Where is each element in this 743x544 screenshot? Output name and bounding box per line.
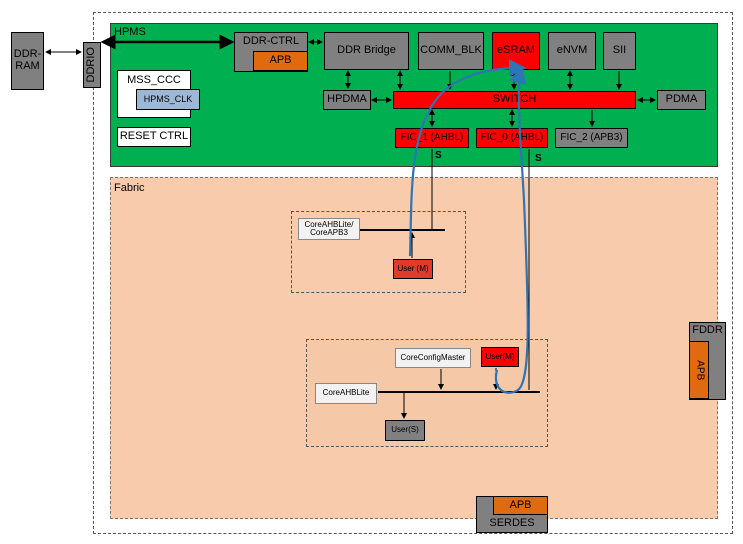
subsystem-box-1 — [291, 211, 466, 293]
ddr-ctrl-label: DDR-CTRL — [242, 35, 300, 47]
device-boundary — [93, 12, 733, 534]
user-m1-block: User (M) — [393, 259, 433, 279]
comm-blk-block: COMM_BLK — [418, 32, 484, 70]
fic1-block: FIC_1 (AHBL) — [395, 128, 469, 148]
reset-ctrl-block: RESET CTRL — [117, 127, 191, 147]
pdma-block: PDMA — [657, 90, 706, 110]
fic1-slave-label: S — [435, 150, 442, 161]
fddr-label: FDDR — [692, 324, 723, 336]
hpdma-block: HPDMA — [323, 90, 371, 110]
fic0-block: FIC_0 (AHBL) — [476, 128, 548, 148]
core-ahblite-apb3-block: CoreAHBLite/ CoreAPB3 — [298, 218, 360, 240]
fic0-slave-label: S — [535, 153, 542, 164]
bus-lines — [45, 34, 656, 419]
switch-block: SWITCH — [393, 91, 636, 109]
ddr-ram-block: DDR- RAM — [11, 32, 44, 90]
fabric-label: Fabric — [114, 182, 145, 194]
ddr-bridge-block: DDR Bridge — [324, 32, 409, 70]
ddrio-block: DDRIO — [83, 42, 101, 88]
hpms-clk-block: HPMS_CLK — [136, 89, 200, 110]
data-path-highlights — [408, 59, 529, 394]
ddr-ctrl-apb: APB — [253, 51, 308, 71]
serdes-label: SERDES — [489, 517, 535, 530]
fddr-apb: APB — [689, 341, 709, 399]
mss-ccc-label: MSS_CCC — [127, 74, 181, 86]
fic2-block: FIC_2 (APB3) — [555, 128, 628, 148]
sii-block: SII — [603, 32, 636, 70]
core-config-master-block: CoreConfigMaster — [395, 348, 471, 368]
user-s-block: User(S) — [385, 420, 425, 441]
core-ahblite-block: CoreAHBLite — [315, 383, 377, 404]
user-m2-block: User(M) — [481, 347, 519, 367]
envm-block: eNVM — [548, 32, 596, 70]
serdes-apb: APB — [493, 496, 548, 515]
